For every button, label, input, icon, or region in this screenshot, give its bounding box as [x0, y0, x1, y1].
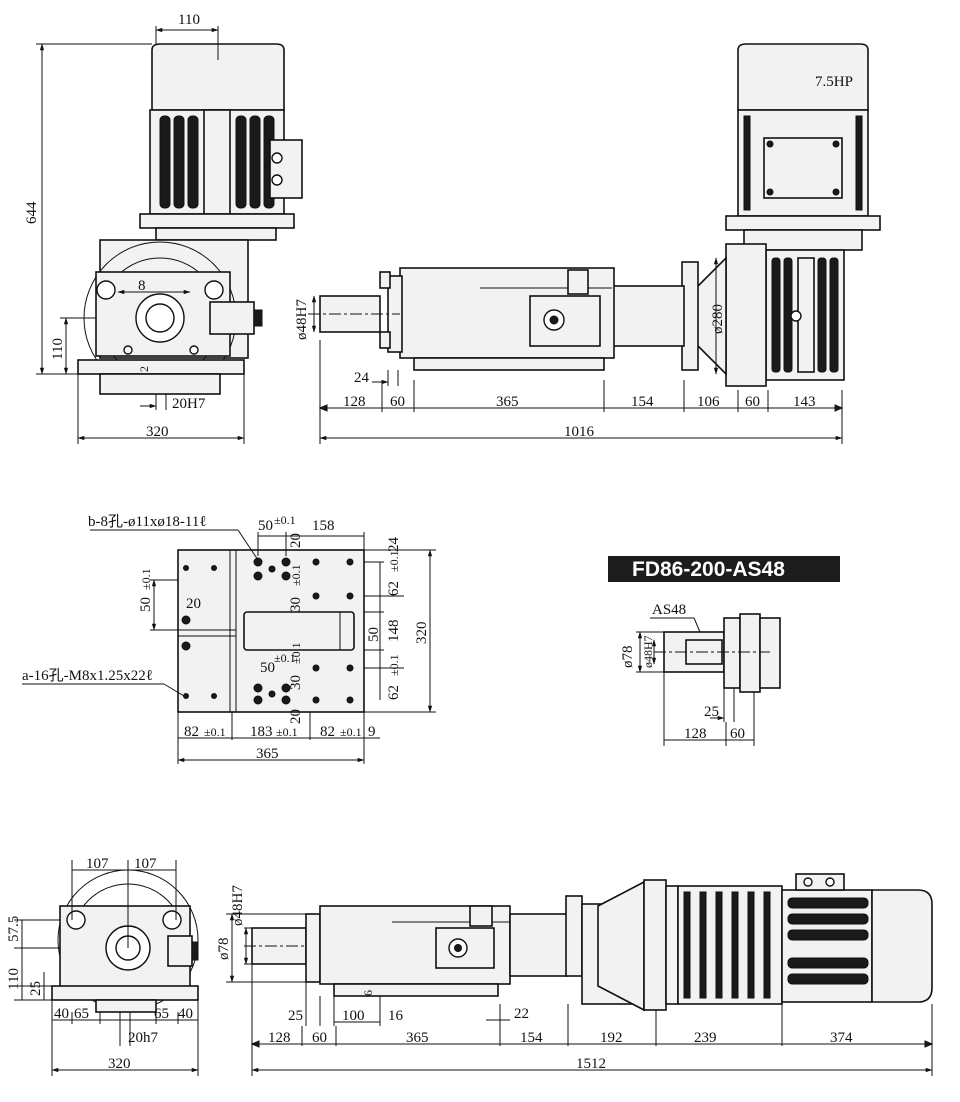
model-title-box: FD86-200-AS48: [608, 556, 840, 582]
dim-82-right: 82: [320, 724, 335, 740]
motor-power-label: 7.5HP: [815, 74, 853, 90]
dim-107b: 107: [134, 856, 157, 872]
dim-25-bot: 25: [288, 1008, 303, 1024]
as48-view: AS48 ø78 ø48H7 25 128 60: [620, 602, 781, 746]
tol-50-left: ±0.1: [139, 568, 153, 590]
dim-320-top: 320: [146, 424, 169, 440]
dim-2: 2: [137, 366, 151, 372]
dim-365-plate: 365: [256, 746, 279, 762]
dim-365-bot: 365: [406, 1030, 429, 1046]
dim-24-plate: 24: [386, 537, 402, 553]
dim-1512: 1512: [576, 1056, 606, 1072]
dim-20-left: 20: [186, 596, 201, 612]
dim-60-bot: 60: [312, 1030, 327, 1046]
dim-50-mid: 50: [260, 660, 275, 676]
dim-110-top: 110: [178, 12, 200, 28]
bottom-front-view: ø48H7 ø78 25 100 16 6 22 128 60 365 154 …: [216, 873, 934, 1076]
dim-143-top: 143: [793, 394, 816, 410]
dim-158: 158: [312, 518, 335, 534]
bottom-side-view: 107 107 57.5 110 25 40 65 65 40 20h7 320: [6, 856, 199, 1076]
dim-50-right: 50: [366, 627, 382, 642]
tol-82-left: ±0.1: [204, 725, 226, 739]
dim-82-left: 82: [184, 724, 199, 740]
dim-dia280: ø280: [710, 304, 726, 334]
dim-9: 9: [368, 724, 376, 740]
tol-82-right: ±0.1: [340, 725, 362, 739]
dim-110-left: 110: [50, 338, 66, 360]
dim-128-top: 128: [343, 394, 366, 410]
dim-128-bot: 128: [268, 1030, 291, 1046]
dim-1016: 1016: [564, 424, 595, 440]
dim-60b-top: 60: [745, 394, 760, 410]
dim-65b: 65: [154, 1006, 169, 1022]
dim-320-plate: 320: [414, 622, 430, 645]
dim-100: 100: [342, 1008, 365, 1024]
dim-192: 192: [600, 1030, 623, 1046]
dim-65a: 65: [74, 1006, 89, 1022]
dim-128-as48: 128: [684, 726, 707, 742]
dim-107a: 107: [86, 856, 109, 872]
dim-110-bot: 110: [6, 968, 22, 990]
dim-62-top: 62: [386, 581, 402, 596]
top-side-view: 110 644 8 110 2 20H7 320: [24, 12, 303, 444]
dim-20h7: 20H7: [172, 396, 206, 412]
dim-dia48h7-as48: ø48H7: [641, 635, 655, 668]
dim-25-side: 25: [28, 981, 44, 996]
dim-50-top: 50: [258, 518, 273, 534]
dim-374: 374: [830, 1030, 853, 1046]
tol-50-mid: ±0.1: [274, 651, 296, 665]
dim-30-top: 30: [288, 597, 304, 612]
dim-57-5: 57.5: [6, 916, 22, 942]
dim-60a-top: 60: [390, 394, 405, 410]
dim-8: 8: [138, 278, 146, 294]
tol-62-top: ±0.1: [387, 550, 401, 572]
dim-30-mid: 30: [288, 675, 304, 690]
tol-183: ±0.1: [276, 725, 298, 739]
tol-50-top: ±0.1: [274, 513, 296, 527]
dim-24-top: 24: [354, 370, 370, 386]
dim-40b: 40: [178, 1006, 193, 1022]
as48-label: AS48: [652, 602, 686, 618]
dim-154-top: 154: [631, 394, 654, 410]
dim-dia78-as48: ø78: [620, 646, 636, 669]
dim-16: 16: [388, 1008, 404, 1024]
dim-22: 22: [514, 1006, 529, 1022]
note-a-holes: a-16孔-M8x1.25x22ℓ: [22, 667, 153, 684]
dim-365-top: 365: [496, 394, 519, 410]
dim-62-bot: 62: [386, 685, 402, 700]
dim-239: 239: [694, 1030, 717, 1046]
tol-62-bot: ±0.1: [387, 654, 401, 676]
tol-30-mid: ±0.1: [289, 642, 303, 664]
top-front-view: 7.5HP: [294, 43, 881, 444]
dim-106-top: 106: [697, 394, 720, 410]
dim-60-as48: 60: [730, 726, 745, 742]
note-b-holes: b-8孔-ø11xø18-11ℓ: [88, 513, 207, 530]
dim-40a: 40: [54, 1006, 69, 1022]
tol-30-top: ±0.1: [289, 564, 303, 586]
dim-dia48h7-top: ø48H7: [294, 299, 310, 340]
dim-20-top: 20: [288, 533, 304, 548]
dim-50-left: 50: [138, 597, 154, 612]
dim-20-bot: 20: [288, 709, 304, 724]
dim-148: 148: [386, 620, 402, 643]
dim-154-bot: 154: [520, 1030, 543, 1046]
dim-183: 183: [250, 724, 273, 740]
dim-6: 6: [361, 990, 375, 996]
dim-25-as48: 25: [704, 704, 719, 720]
model-label: FD86-200-AS48: [632, 558, 785, 581]
dim-320-bot: 320: [108, 1056, 131, 1072]
plate-view: b-8孔-ø11xø18-11ℓ a-16孔-M8x1.25x22ℓ 50 ±0…: [22, 513, 436, 764]
dim-dia78-bot: ø78: [216, 938, 232, 961]
dim-20h7-bot: 20h7: [128, 1030, 159, 1046]
dim-644: 644: [24, 201, 40, 224]
